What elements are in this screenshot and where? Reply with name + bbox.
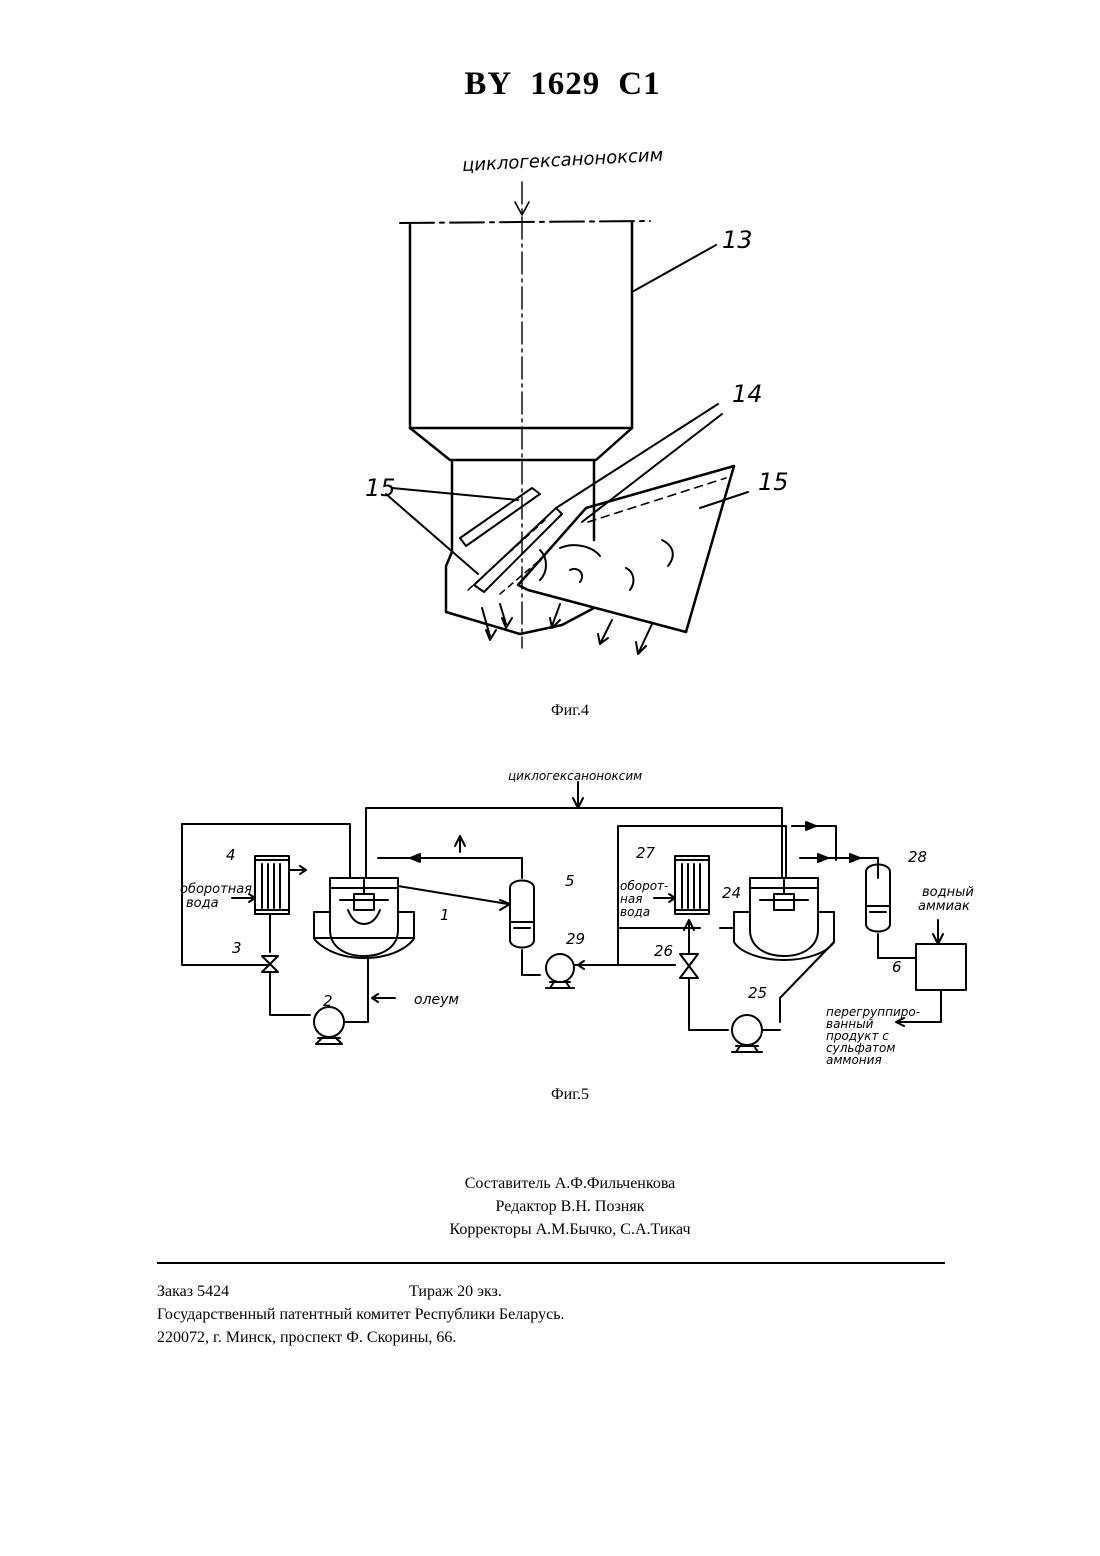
cooling-water-right-1: оборот- bbox=[620, 879, 668, 893]
num-5: 5 bbox=[565, 872, 575, 890]
num-29: 29 bbox=[566, 930, 585, 948]
num-1: 1 bbox=[440, 906, 450, 924]
num-24: 24 bbox=[722, 884, 741, 902]
cooling-water-right-3: вода bbox=[620, 905, 650, 919]
credits-block: Составитель А.Ф.Фильченкова Редактор В.Н… bbox=[0, 1172, 1100, 1241]
editor-line: Редактор В.Н. Позняк bbox=[0, 1195, 1100, 1218]
oleum-label: олеум bbox=[414, 992, 459, 1008]
right-plate bbox=[518, 466, 734, 632]
label-15-right: 15 bbox=[758, 468, 789, 496]
cooling-water-right-2: ная bbox=[620, 892, 642, 906]
fig5-input-label: циклогексаноноксим bbox=[508, 769, 642, 783]
label-14: 14 bbox=[732, 380, 763, 408]
ammonia-label-1: водный bbox=[922, 885, 974, 900]
heat-exchanger-4 bbox=[255, 856, 289, 914]
num-25: 25 bbox=[748, 984, 767, 1002]
proofreaders-line: Корректоры А.М.Бычко, С.А.Тикач bbox=[0, 1218, 1100, 1241]
publisher-line: Государственный патентный комитет Респуб… bbox=[157, 1303, 757, 1326]
num-26: 26 bbox=[654, 942, 673, 960]
cooling-water-left-2: вода bbox=[186, 896, 219, 911]
figure-5-caption: Фиг.5 bbox=[0, 1086, 1100, 1104]
num-6: 6 bbox=[892, 958, 902, 976]
bin-13-outline bbox=[410, 222, 632, 428]
label-15-left: 15 bbox=[365, 474, 396, 502]
num-27: 27 bbox=[636, 844, 656, 862]
address-line: 220072, г. Минск, проспект Ф. Скорины, 6… bbox=[157, 1326, 757, 1349]
heat-exchanger-27 bbox=[675, 856, 709, 914]
fig4-input-label: циклогексаноноксим bbox=[462, 145, 664, 177]
separator-5 bbox=[510, 881, 534, 948]
compiler-line: Составитель А.Ф.Фильченкова bbox=[0, 1172, 1100, 1195]
left-plate bbox=[460, 488, 540, 546]
figure-5-drawing: циклогексаноноксим bbox=[0, 760, 1100, 1080]
num-4: 4 bbox=[226, 846, 236, 864]
num-2: 2 bbox=[323, 992, 333, 1010]
product-label-5: аммония bbox=[826, 1053, 882, 1067]
imprint-footer: Заказ 5424 Тираж 20 экз. Государственный… bbox=[157, 1280, 757, 1349]
label-13: 13 bbox=[722, 226, 753, 254]
horizontal-rule bbox=[157, 1262, 945, 1264]
num-28: 28 bbox=[908, 848, 927, 866]
figure-4-drawing: циклогексаноноксим bbox=[0, 0, 1100, 700]
num-3: 3 bbox=[232, 939, 242, 957]
box-6 bbox=[916, 944, 966, 990]
cooling-water-left-1: оборотная bbox=[180, 882, 252, 897]
circulation: Тираж 20 экз. bbox=[409, 1280, 502, 1303]
figure-4-caption: Фиг.4 bbox=[0, 702, 1100, 720]
order-number: Заказ 5424 bbox=[157, 1283, 229, 1300]
ammonia-label-2: аммиак bbox=[918, 899, 970, 914]
